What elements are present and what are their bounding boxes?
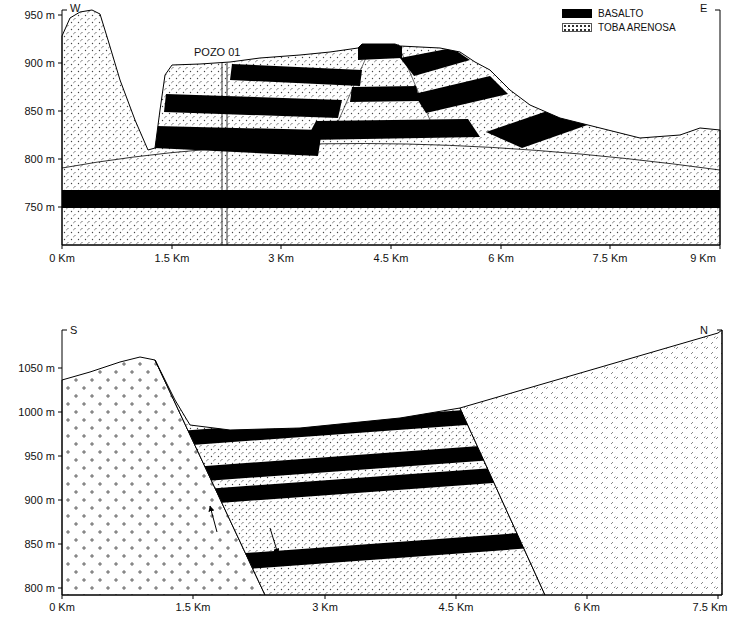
direction-label: S [70, 325, 77, 336]
legend-swatch [562, 23, 592, 32]
elevation-label: 850 m [24, 539, 55, 550]
distance-label: 0 Km [49, 602, 75, 613]
elevation-label: 750 m [24, 202, 55, 213]
distance-label: 3 Km [312, 602, 338, 613]
elevation-label: 950 m [24, 451, 55, 462]
legend-entry: BASALTO [562, 8, 643, 19]
distance-label: 7.5 Km [693, 602, 728, 613]
distance-label: 0 Km [49, 253, 75, 264]
legend-entry: TOBA ARENOSA [562, 22, 676, 33]
distance-label: 1.5 Km [155, 253, 190, 264]
legend-swatch [562, 9, 592, 18]
distance-label: 4.5 Km [439, 602, 474, 613]
distance-label: 6 Km [488, 253, 514, 264]
distance-label: 7.5 Km [593, 253, 628, 264]
distance-label: 4.5 Km [374, 253, 409, 264]
elevation-label: 850 m [24, 106, 55, 117]
distance-label: 3 Km [268, 253, 294, 264]
elevation-label: 800 m [24, 583, 55, 594]
distance-label: 9 Km [690, 253, 716, 264]
elevation-label: 900 m [24, 58, 55, 69]
legend-text: TOBA ARENOSA [598, 22, 676, 33]
direction-label: N [700, 325, 708, 336]
direction-label: E [700, 3, 707, 14]
elevation-label: 800 m [24, 154, 55, 165]
distance-label: 6 Km [574, 602, 600, 613]
elevation-label: 900 m [24, 495, 55, 506]
elevation-label: 950 m [24, 10, 55, 21]
direction-label: W [70, 3, 80, 14]
distance-label: 1.5 Km [176, 602, 211, 613]
legend-text: BASALTO [598, 8, 643, 19]
elevation-label: 1000 m [18, 407, 55, 418]
elevation-label: 1050 m [18, 363, 55, 374]
well-label: POZO 01 [194, 47, 240, 58]
